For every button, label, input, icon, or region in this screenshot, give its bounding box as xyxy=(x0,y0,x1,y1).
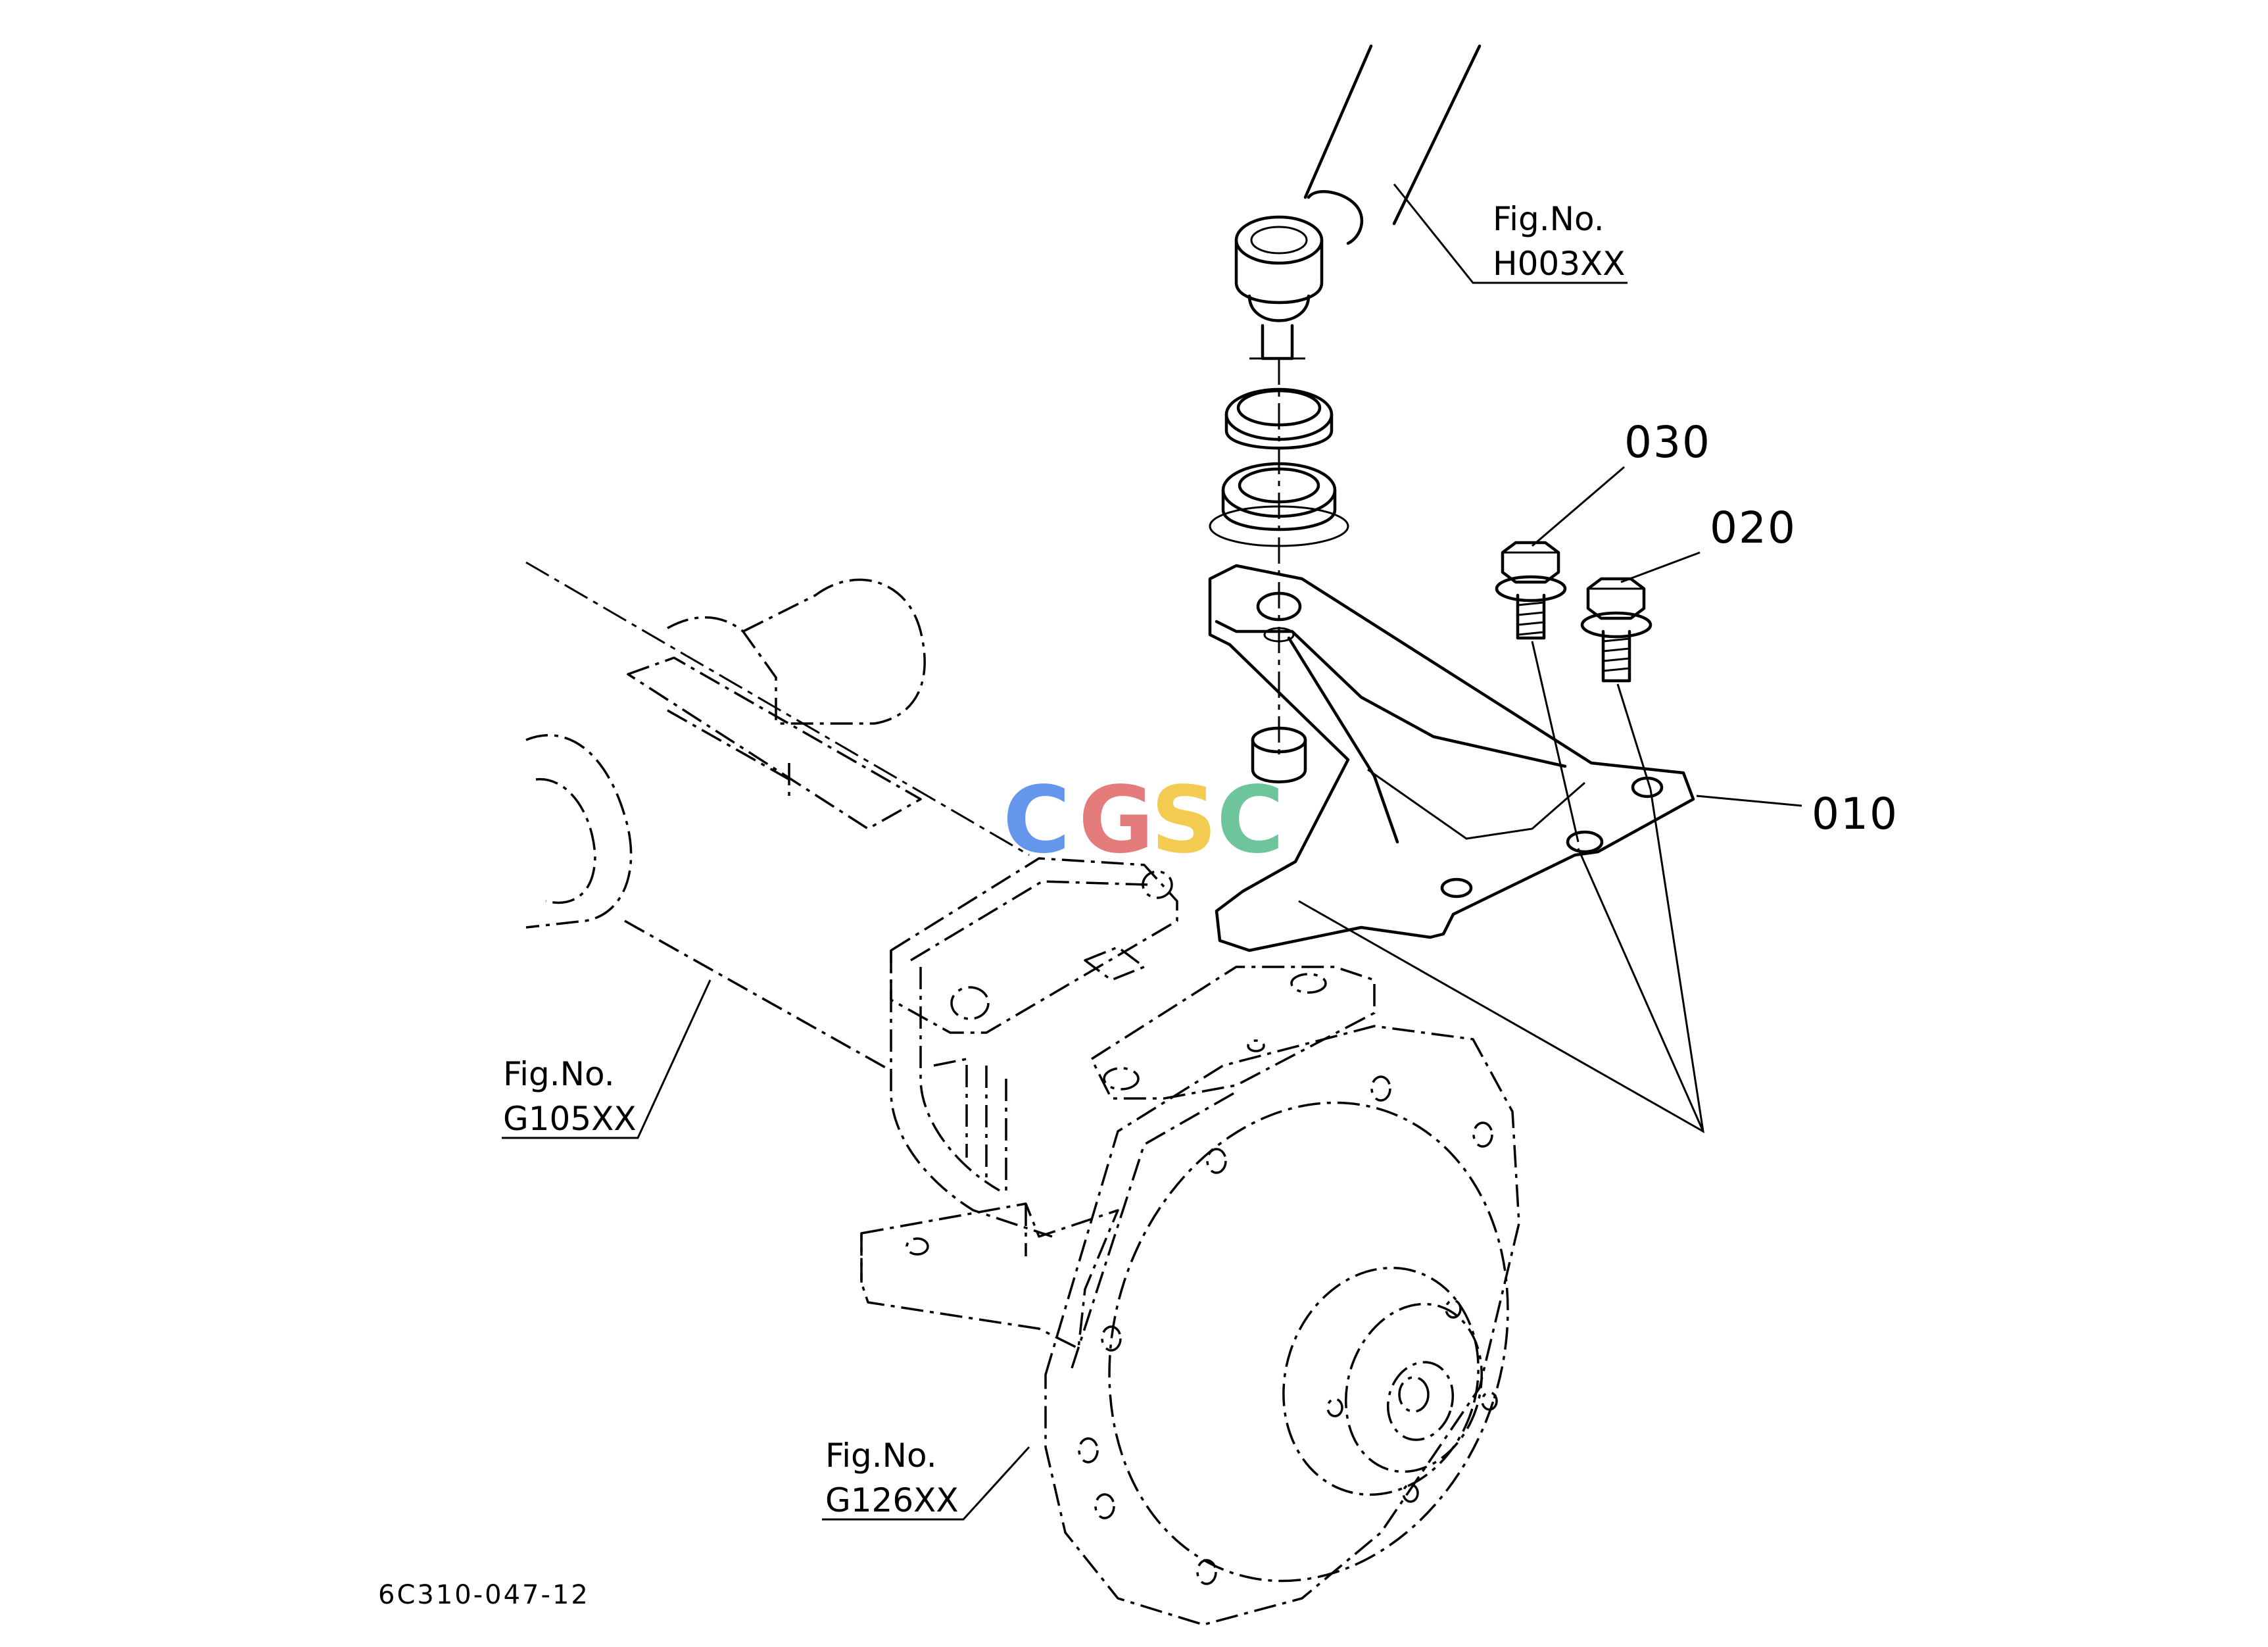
collar xyxy=(1251,726,1307,783)
ref-g126-line1: Fig.No. xyxy=(825,1437,937,1475)
ref-h003-line1: Fig.No. xyxy=(1493,200,1604,238)
mounting-indicator-lines xyxy=(1298,789,1704,1133)
drawing-code: 6C310-047-12 xyxy=(378,1580,590,1610)
bolt-axis-lines xyxy=(1531,641,1652,843)
wheel-hub xyxy=(1044,1025,1520,1626)
callout-030: 030 xyxy=(1624,417,1711,468)
knuckle-arm xyxy=(1208,564,1695,952)
bolt-030 xyxy=(1495,541,1567,640)
steering-knuckle xyxy=(860,857,1376,1350)
watermark-letter: C xyxy=(1003,767,1071,874)
callout-020: 020 xyxy=(1710,503,1797,553)
watermark-letter: S xyxy=(1151,767,1217,874)
ref-h003-line2: H003XX xyxy=(1493,245,1626,283)
callout-010: 010 xyxy=(1812,789,1898,839)
ref-g105-line1: Fig.No. xyxy=(503,1055,615,1093)
watermark-letter: G xyxy=(1078,767,1154,874)
leader-lines xyxy=(502,184,1802,1521)
watermark: C G S C xyxy=(1003,767,1284,874)
axle-housing xyxy=(525,561,1030,1070)
bolt-020 xyxy=(1580,577,1653,683)
ref-g105-line2: G105XX xyxy=(503,1100,637,1138)
tie-rod-end xyxy=(1234,44,1482,360)
ref-g126-line2: G126XX xyxy=(825,1481,959,1519)
watermark-letter: C xyxy=(1217,767,1284,874)
